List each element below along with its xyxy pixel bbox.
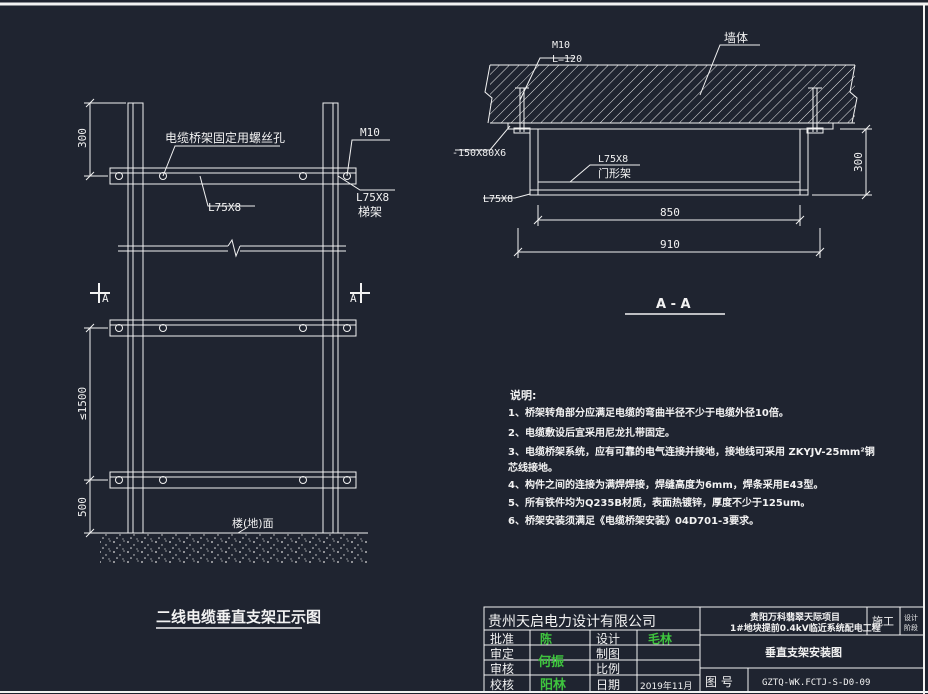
signature-audit: 阳林 [540,677,566,693]
title-block [483,606,925,693]
bolt-holes [115,172,351,484]
label-l75-center: L75X8 [208,201,241,214]
stage-side1: 设计 [904,613,918,622]
door-frame [529,128,809,196]
label-l75-right: L75X8 [356,191,389,204]
note-line: 4、构件之间的连接为满焊焊接，焊缝高度为6mm，焊条采用E43型。 [508,478,824,491]
notes: 说明: 1、桥架转角部分应满足电缆的弯曲半径不少于电缆外径10倍。 2、电缆敷设… [508,388,875,527]
drawing-name: 垂直支架安装图 [765,645,842,659]
tb-review: 审定 [490,646,514,661]
stage-label: 施工 [872,615,894,628]
section-mark-right: A [350,292,357,305]
wall-hatch [490,65,855,123]
dimension-lines-section [513,124,872,258]
leader-plate [455,125,511,151]
dim-1500-front: ≤1500 [76,387,89,420]
drawing-no: GZTQ-WK.FCTJ-S-D0-09 [762,678,870,688]
dim-500-front: 500 [76,497,89,517]
section-mark-left: A [102,292,109,305]
leader-bolt-hole [162,145,280,177]
ground-label: 楼(地)面 [232,516,274,530]
front-view [84,98,395,629]
note-line: 2、电缆敷设后宜采用尼龙扎带固定。 [508,426,675,439]
label-bolt-hole: 电缆桥架固定用螺丝孔 [165,130,285,145]
label-l75-bottom: L75X8 [483,194,513,205]
steel-plate [507,122,834,130]
tb-approve: 批准 [490,631,514,646]
break-line [118,238,346,258]
section-view [455,44,872,315]
dim-850: 850 [660,206,680,219]
note-line: 5、所有铁件均为Q235B材质，表面热镀锌，厚度不少于125um。 [508,496,810,509]
drawing-no-label: 图 号 [705,675,733,689]
crossbar-bottom [109,471,357,489]
section-title: A - A [656,297,691,312]
crossbar-middle [109,319,357,337]
tb-audit: 审核 [490,661,514,676]
signature-review: 何振 [538,654,564,670]
label-wall: 墙体 [724,31,748,45]
dim-300-section: 300 [852,152,865,172]
company-name: 贵州天启电力设计有限公司 [488,614,656,630]
leader-l75-center [199,175,255,207]
note-line: 6、桥架安装须满足《电缆桥架安装》04D701-3要求。 [508,514,759,527]
label-door-frame: 门形架 [598,166,631,180]
crossbar-top [109,167,357,185]
note-line: 芯线接地。 [508,461,558,474]
ground-slab [100,533,368,563]
tb-date-value: 2019年11月 [640,680,692,692]
label-l75-top: L75X8 [598,154,628,165]
note-line: 1、桥架转角部分应满足电缆的弯曲半径不少于电缆外径10倍。 [508,406,789,419]
label-m10-section: M10 [552,40,570,51]
leader-m10 [346,139,390,177]
label-plate: -150X80X6 [452,148,506,159]
tb-date: 日期 [596,678,620,692]
dim-910: 910 [660,238,680,251]
label-ladder: 梯架 [358,205,382,219]
leader-l75-right [337,175,395,191]
tb-check: 校核 [490,677,514,692]
leader-l75-bottom [483,193,531,199]
dim-300-front: 300 [76,128,89,148]
leader-wall [699,44,760,96]
front-view-title: 二线电缆垂直支架正示图 [156,608,321,626]
tb-design: 设计 [596,632,620,646]
leader-l75-top [569,164,640,183]
label-l120: L=120 [552,54,582,65]
signature-design: 毛林 [648,631,672,646]
project-line1: 贵阳万科翡翠天际项目 [750,611,840,623]
section-marks [90,283,370,303]
stage-side2: 阶段 [904,623,918,632]
tb-scale: 比例 [596,662,620,676]
label-m10: M10 [360,126,380,139]
dimension-lines-front [84,98,126,538]
note-line: 3、电缆桥架系统，应有可靠的电气连接并接地，接地线可采用 ZKYJV-25mm²… [508,445,875,458]
tb-draw: 制图 [596,647,620,661]
leader-m10-section [519,57,575,101]
project-line2: 1#地块提前0.4kV临近系统配电工程 [730,622,881,634]
signature-approve: 陈 [540,631,552,646]
notes-heading: 说明: [510,388,536,402]
